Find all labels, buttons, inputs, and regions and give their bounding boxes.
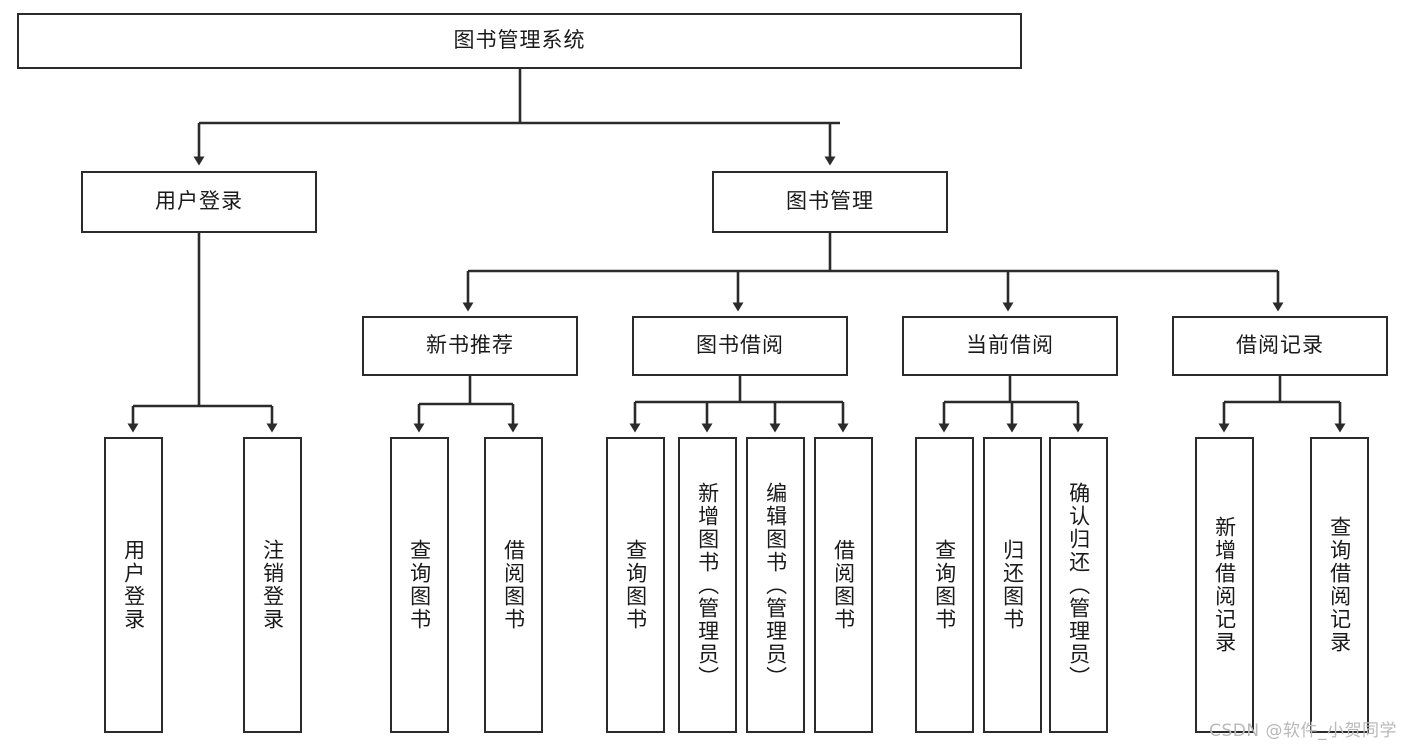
node-leaf-add-borrow-record-label: 新增借阅记录 xyxy=(1212,516,1237,654)
node-leaf-borrow-book-recommend-label: 借阅图书 xyxy=(501,539,526,631)
node-leaf-query-borrow-record[interactable]: 查询借阅记录 xyxy=(1310,437,1369,733)
node-current-borrow[interactable]: 当前借阅 xyxy=(902,316,1118,376)
node-leaf-query-book-recommend[interactable]: 查询图书 xyxy=(390,437,449,733)
node-leaf-add-borrow-record[interactable]: 新增借阅记录 xyxy=(1195,437,1254,733)
node-leaf-logout-label: 注销登录 xyxy=(260,539,285,631)
node-user-login-label: 用户登录 xyxy=(155,189,243,214)
node-leaf-query-book-current[interactable]: 查询图书 xyxy=(915,437,974,733)
node-leaf-query-borrow-record-label: 查询借阅记录 xyxy=(1327,516,1352,654)
node-new-book-recommend[interactable]: 新书推荐 xyxy=(362,316,578,376)
node-leaf-return-book-label: 归还图书 xyxy=(1000,539,1025,631)
node-book-manage[interactable]: 图书管理 xyxy=(712,171,948,233)
csdn-watermark: CSDN @软件_小贺同学 xyxy=(1209,721,1397,741)
node-leaf-user-login[interactable]: 用户登录 xyxy=(104,437,163,733)
node-leaf-borrow-book-recommend[interactable]: 借阅图书 xyxy=(484,437,543,733)
node-leaf-user-login-label: 用户登录 xyxy=(121,539,146,631)
node-leaf-logout[interactable]: 注销登录 xyxy=(243,437,302,733)
node-leaf-edit-book-admin[interactable]: 编辑图书（管理员） xyxy=(746,437,805,733)
node-root-label: 图书管理系统 xyxy=(453,28,586,53)
node-borrow-record-label: 借阅记录 xyxy=(1236,333,1324,358)
node-book-borrow[interactable]: 图书借阅 xyxy=(632,316,848,376)
node-leaf-edit-book-admin-label: 编辑图书（管理员） xyxy=(763,481,788,689)
node-leaf-query-book-borrow[interactable]: 查询图书 xyxy=(606,437,665,733)
node-leaf-return-book[interactable]: 归还图书 xyxy=(983,437,1042,733)
node-user-login[interactable]: 用户登录 xyxy=(81,171,317,233)
node-current-borrow-label: 当前借阅 xyxy=(966,333,1054,358)
node-leaf-borrow-book-label: 借阅图书 xyxy=(831,539,856,631)
node-new-book-recommend-label: 新书推荐 xyxy=(426,333,514,358)
node-leaf-confirm-return-admin[interactable]: 确认归还（管理员） xyxy=(1049,437,1108,733)
node-book-borrow-label: 图书借阅 xyxy=(696,333,784,358)
node-leaf-add-book-admin-label: 新增图书（管理员） xyxy=(695,481,720,689)
node-leaf-confirm-return-admin-label: 确认归还（管理员） xyxy=(1066,481,1091,689)
node-leaf-borrow-book[interactable]: 借阅图书 xyxy=(814,437,873,733)
node-root[interactable]: 图书管理系统 xyxy=(17,13,1022,69)
node-leaf-add-book-admin[interactable]: 新增图书（管理员） xyxy=(678,437,737,733)
node-leaf-query-book-recommend-label: 查询图书 xyxy=(407,539,432,631)
node-leaf-query-book-current-label: 查询图书 xyxy=(932,539,957,631)
node-book-manage-label: 图书管理 xyxy=(786,189,874,214)
node-leaf-query-book-borrow-label: 查询图书 xyxy=(623,539,648,631)
node-borrow-record[interactable]: 借阅记录 xyxy=(1172,316,1388,376)
